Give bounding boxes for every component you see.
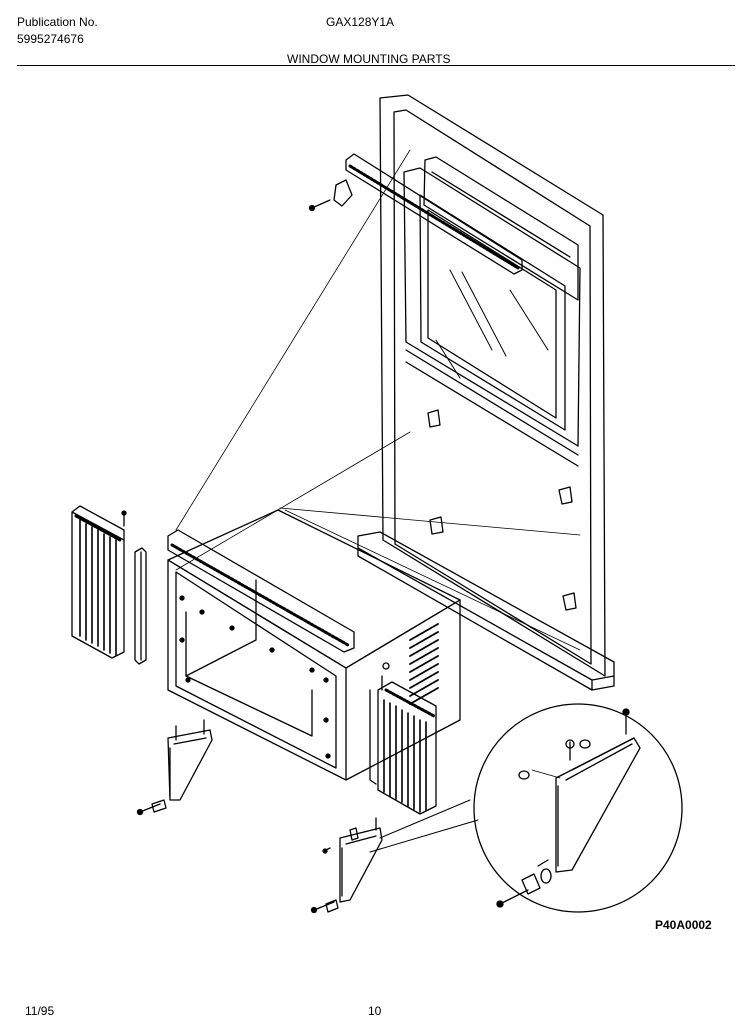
top-foam-strip [345,153,523,275]
page-number: 10 [368,1004,382,1018]
right-curtain-panel [369,675,437,815]
guide-lines [175,149,581,651]
top-bracket [308,179,353,212]
header-rule [17,65,735,66]
air-conditioner-cabinet [167,509,461,781]
left-support-bracket [136,719,213,816]
detail-magnifier [473,703,683,913]
section-title: WINDOW MOUNTING PARTS [287,52,451,66]
diagram-code: P40A0002 [655,918,712,932]
right-support-bracket [310,799,479,914]
publication-label: Publication No. [17,15,98,29]
model-number: GAX128Y1A [326,15,395,29]
top-mounting-rail [167,529,355,653]
publication-number: 5995274676 [17,32,84,46]
left-filler-bar [134,547,147,665]
footer-date: 11/95 [25,1004,55,1018]
window-frame [357,94,615,691]
left-curtain-panel [71,505,127,659]
